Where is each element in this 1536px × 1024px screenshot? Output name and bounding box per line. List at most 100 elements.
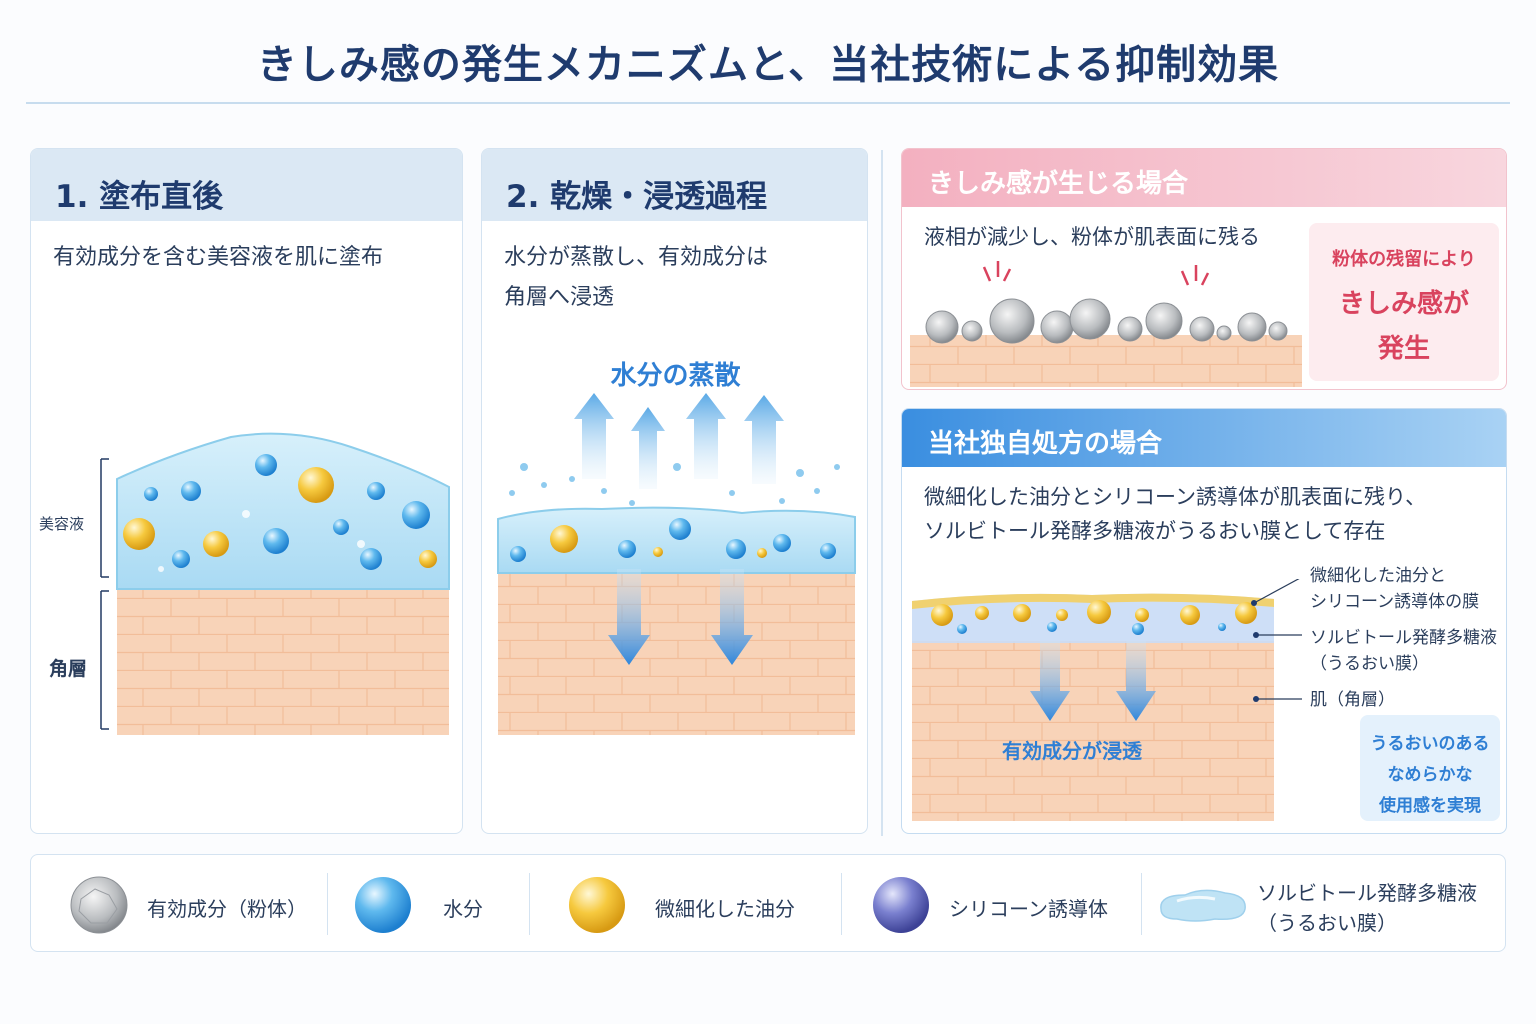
water-droplet	[726, 539, 746, 559]
oil-droplet	[203, 531, 229, 557]
drying-illustration	[497, 393, 856, 735]
water-droplet	[773, 534, 791, 552]
oil-droplet	[1180, 605, 1200, 625]
water-droplet	[957, 624, 967, 634]
panel-application-description: 有効成分を含む美容液を肌に塗布	[53, 245, 384, 270]
oil-droplet	[1056, 609, 1068, 621]
bubble	[242, 510, 250, 518]
panel-drying: 2. 乾燥・浸透過程 水分が蒸散し、有効成分は 角層へ浸透 水分の蒸散	[481, 148, 868, 834]
serum-bracket	[100, 458, 109, 578]
legend-powder-label: 有効成分（粉体）	[147, 897, 307, 921]
vapor-dot	[673, 463, 681, 471]
powder-particle	[1189, 316, 1215, 342]
powder-particle	[1069, 298, 1111, 340]
skin-layer	[498, 571, 855, 735]
vapor-dot	[834, 464, 840, 470]
water-droplet	[510, 546, 526, 562]
oil-icon	[569, 877, 625, 933]
squeak-callout: 粉体の残留により きしみ感が 発生	[1309, 223, 1499, 381]
skin-layer	[910, 335, 1302, 387]
vapor-dot	[814, 488, 820, 494]
penetration-arrow	[1116, 641, 1156, 721]
oil-droplet	[931, 604, 953, 626]
oil-droplet	[1013, 604, 1031, 622]
alert-mark	[1180, 265, 1210, 286]
water-droplet	[669, 518, 691, 540]
panel-application-heading: 1. 塗布直後	[31, 149, 462, 221]
powder-particle	[961, 320, 983, 342]
formula-callout-line2: なめらかな	[1387, 765, 1473, 785]
formula-callout-line3: 使用感を実現	[1379, 796, 1481, 816]
panel-our-formula: 当社独自処方の場合 微細化した油分とシリコーン誘導体が肌表面に残り、 ソルビトー…	[901, 408, 1507, 834]
squeak-callout-line2: きしみ感が	[1338, 289, 1469, 319]
skin-layer	[912, 641, 1274, 821]
vapor-dot	[569, 476, 575, 482]
water-droplet	[367, 482, 385, 500]
skin-layer	[117, 587, 449, 735]
panel-formula-description-1: 微細化した油分とシリコーン誘導体が肌表面に残り、	[924, 485, 1427, 509]
squeak-callout-line1: 粉体の残留により	[1332, 249, 1476, 270]
water-droplet	[820, 543, 836, 559]
powder-particle	[1117, 316, 1143, 342]
water-droplet	[333, 519, 349, 535]
silicone-icon	[873, 877, 929, 933]
water-droplet	[1218, 623, 1226, 631]
water-droplet	[255, 454, 277, 476]
moist-film-label-2: （うるおい膜）	[1310, 654, 1429, 674]
oil-droplet	[1135, 608, 1149, 622]
penetration-arrow	[608, 569, 650, 665]
water-droplet	[181, 481, 201, 501]
bubble	[158, 566, 164, 572]
vapor-dot	[779, 498, 785, 504]
penetration-arrow	[711, 569, 753, 665]
water-droplet	[1132, 623, 1144, 635]
legend-separator	[327, 873, 328, 935]
evaporation-arrow	[631, 407, 665, 489]
powder-particle	[1216, 325, 1232, 341]
vapor-dot	[796, 469, 804, 477]
water-droplet	[618, 540, 636, 558]
powder-particle	[1237, 312, 1267, 342]
leader-line	[1253, 579, 1300, 604]
alert-mark	[982, 261, 1012, 282]
serum-layer-thin	[497, 506, 856, 574]
panel-drying-heading: 2. 乾燥・浸透過程	[482, 149, 867, 221]
leader-dot	[1253, 696, 1259, 702]
legend-oil-label: 微細化した油分	[655, 897, 795, 921]
oil-droplet	[298, 467, 334, 503]
oil-droplet	[550, 525, 578, 553]
powder-particle	[1145, 302, 1183, 340]
water-droplet	[172, 550, 190, 568]
panel-squeak-description: 液相が減少し、粉体が肌表面に残る	[924, 225, 1260, 249]
water-icon	[355, 877, 411, 933]
horny-bracket	[100, 590, 109, 730]
oil-silicone-film	[912, 593, 1274, 609]
water-droplet	[144, 487, 158, 501]
formula-illustration	[912, 579, 1302, 821]
oil-droplet	[419, 550, 437, 568]
vapor-dot	[729, 490, 735, 496]
water-droplet	[402, 501, 430, 529]
panel-drying-description-2: 角層へ浸透	[504, 285, 615, 310]
penetration-arrow	[1030, 641, 1070, 721]
formula-callout-line1: うるおいのある	[1370, 734, 1490, 754]
application-illustration	[100, 432, 450, 735]
legend-separator	[841, 873, 842, 935]
film-label-2: シリコーン誘導体の膜	[1310, 592, 1480, 612]
leader-dot	[1253, 632, 1259, 638]
evaporation-label: 水分の蒸散	[610, 361, 741, 391]
bubble	[357, 540, 365, 548]
oil-droplet	[653, 547, 663, 557]
oil-droplet	[123, 518, 155, 550]
legend-separator	[529, 873, 530, 935]
water-droplet	[263, 528, 289, 554]
oil-droplet	[1087, 600, 1111, 624]
oil-droplet	[975, 606, 989, 620]
page-title: きしみ感の発生メカニズムと、当社技術による抑制効果	[256, 42, 1280, 88]
moist-film-icon	[1160, 889, 1246, 922]
squeak-illustration	[910, 261, 1302, 387]
powder-particle	[1040, 310, 1074, 344]
powder-particle	[1268, 321, 1288, 341]
vapor-dot	[601, 488, 607, 494]
squeak-callout-line3: 発生	[1377, 334, 1430, 364]
